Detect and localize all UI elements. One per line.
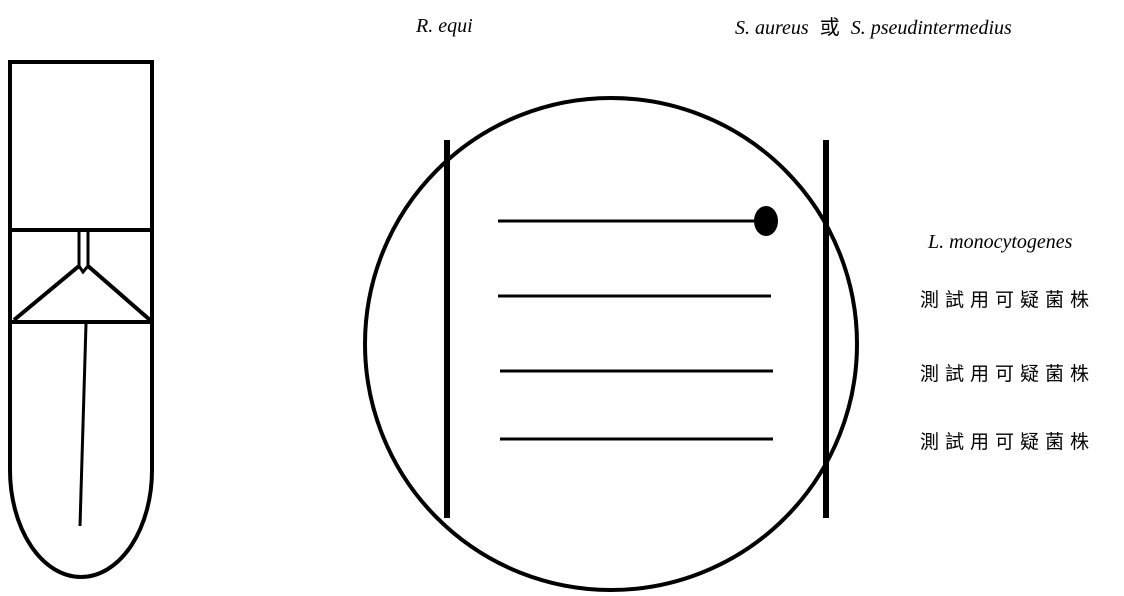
label-top-right-conjunction: 或 [820, 16, 840, 39]
tube-funnel [12, 264, 152, 322]
label-streak-4: 測試用可疑菌株 [920, 431, 1095, 453]
plate-drawing [363, 96, 859, 592]
label-streak-3: 測試用可疑菌株 [920, 363, 1095, 385]
label-top-right: S. aureus 或 S. pseudintermedius [735, 16, 1012, 39]
label-top-right-part2: S. pseudintermedius [851, 17, 1012, 39]
label-streak-2: 測試用可疑菌株 [920, 289, 1095, 311]
streak-1-dot [754, 206, 778, 236]
label-top-left: R. equi [415, 15, 473, 37]
tube-inner-rod [78, 323, 88, 527]
tube-funnel-neck [77, 265, 90, 275]
label-streak-1: L. monocytogenes [927, 231, 1073, 253]
tube-outline [8, 60, 154, 579]
plate-outline [363, 96, 859, 592]
label-top-right-part1: S. aureus [735, 17, 809, 39]
tube-drawing [8, 60, 154, 579]
